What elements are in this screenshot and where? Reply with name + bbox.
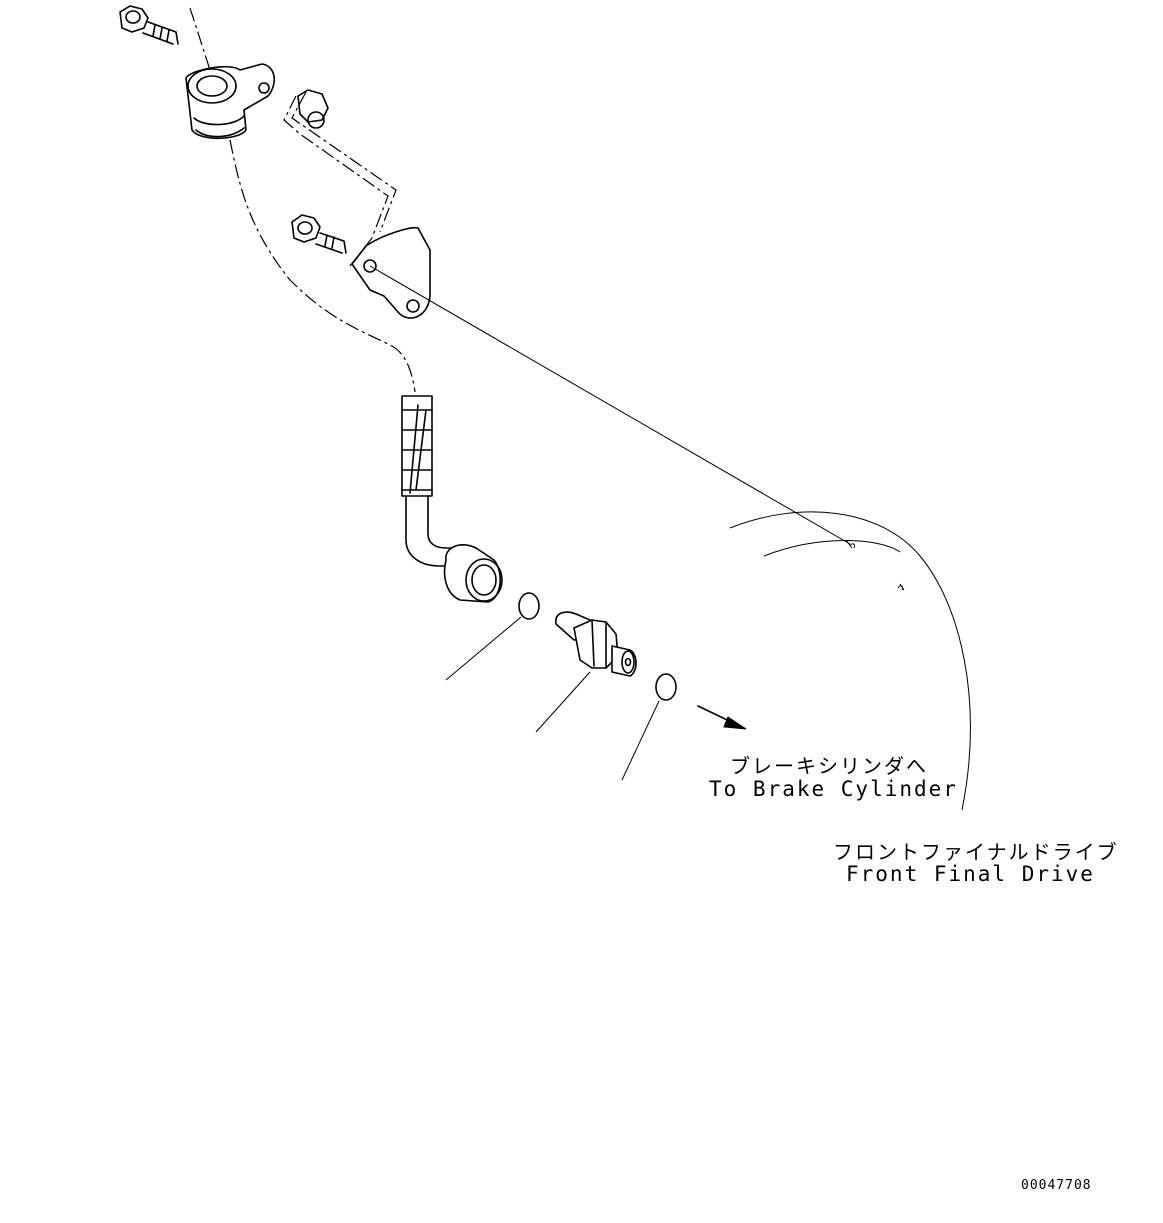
hose-clamp [185, 63, 275, 140]
bracket-leader-line [369, 265, 851, 545]
brake-cylinder-label-jp: ブレーキシリンダへ [730, 754, 928, 778]
brake-cylinder-arrow [697, 705, 747, 730]
brake-cylinder-label-en: To Brake Cylinder [709, 777, 958, 801]
leader-o-ring-right [621, 700, 660, 781]
final-drive-label-jp: フロントファイナルドライブ [833, 840, 1119, 864]
leader-adapter [535, 671, 591, 733]
adapter-fitting [555, 611, 637, 677]
hose-end-fitting [443, 544, 503, 603]
final-drive-housing [729, 511, 971, 811]
brake-hose [401, 395, 457, 567]
final-drive-label-en: Front Final Drive [846, 862, 1095, 886]
centerline [189, 7, 416, 393]
mounting-bracket [283, 89, 431, 319]
o-ring-right [655, 673, 677, 701]
top-bolt [119, 5, 179, 45]
middle-bolt [291, 214, 347, 254]
leader-o-ring-left [445, 616, 522, 681]
o-ring-left [518, 592, 540, 620]
drawing-code: 00047708 [1021, 1178, 1092, 1193]
